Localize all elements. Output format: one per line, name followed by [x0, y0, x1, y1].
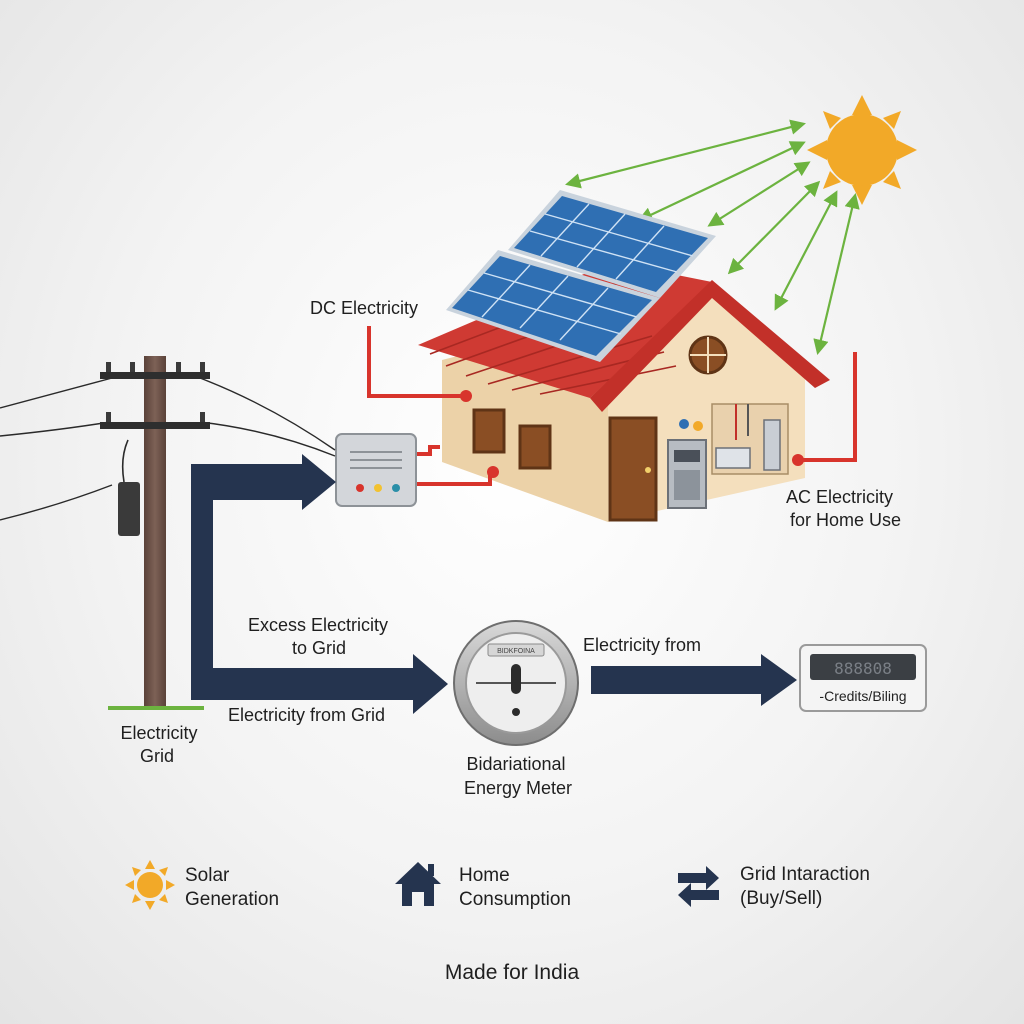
legend-item-home: Home Consumption [395, 862, 571, 910]
inverter-box [335, 433, 417, 507]
dc-electricity-label: DC Electricity [310, 298, 418, 318]
electricity-from-grid-label: Electricity from Grid [228, 705, 385, 725]
sun-icon [125, 860, 175, 910]
flow-arrows [191, 454, 797, 714]
electricity-grid-label: Electricity [120, 723, 197, 743]
electricity-from-label: Electricity from [583, 635, 701, 655]
ac-electricity-label: AC Electricity [786, 487, 893, 507]
billing-display [799, 644, 927, 712]
ground-line [108, 706, 204, 710]
legend-label-line2: Generation [185, 889, 279, 910]
solar-panel [446, 250, 660, 362]
meter-face-text: BIDKFOINA [497, 648, 535, 655]
legend-item-grid: Grid Intaraction (Buy/Sell) [678, 864, 870, 909]
ac-electricity-label-line2: for Home Use [790, 510, 901, 530]
appliances [667, 403, 789, 509]
solar-panel [508, 190, 716, 298]
meter-label: Bidariational [466, 754, 565, 774]
legend: Solar Generation Home Consumption Grid I… [125, 860, 870, 910]
excess-electricity-label-line2: to Grid [292, 638, 346, 658]
house-icon [395, 862, 441, 906]
legend-label: Home [459, 865, 510, 886]
billing-label: -Credits/Biling [819, 688, 906, 704]
legend-label-line2: (Buy/Sell) [740, 888, 822, 909]
legend-item-solar: Solar Generation [125, 860, 279, 910]
meter-label-line2: Energy Meter [464, 778, 572, 798]
legend-label: Solar [185, 865, 230, 886]
swap-arrows-icon [678, 866, 719, 907]
footer-text: Made for India [445, 961, 580, 984]
legend-label: Grid Intaraction [740, 864, 870, 885]
sun-rays [565, 119, 860, 355]
window-left-1 [472, 408, 506, 454]
electricity-pole [0, 356, 336, 710]
legend-label-line2: Consumption [459, 889, 571, 910]
window-left-2 [518, 424, 552, 470]
sun-icon [807, 95, 917, 205]
billing-display-digits: 888808 [834, 659, 892, 678]
electricity-grid-label-line2: Grid [140, 746, 174, 766]
excess-electricity-label: Excess Electricity [248, 615, 388, 635]
bidirectional-energy-meter [453, 620, 579, 746]
solar-panels [446, 190, 716, 362]
round-window [688, 335, 728, 375]
